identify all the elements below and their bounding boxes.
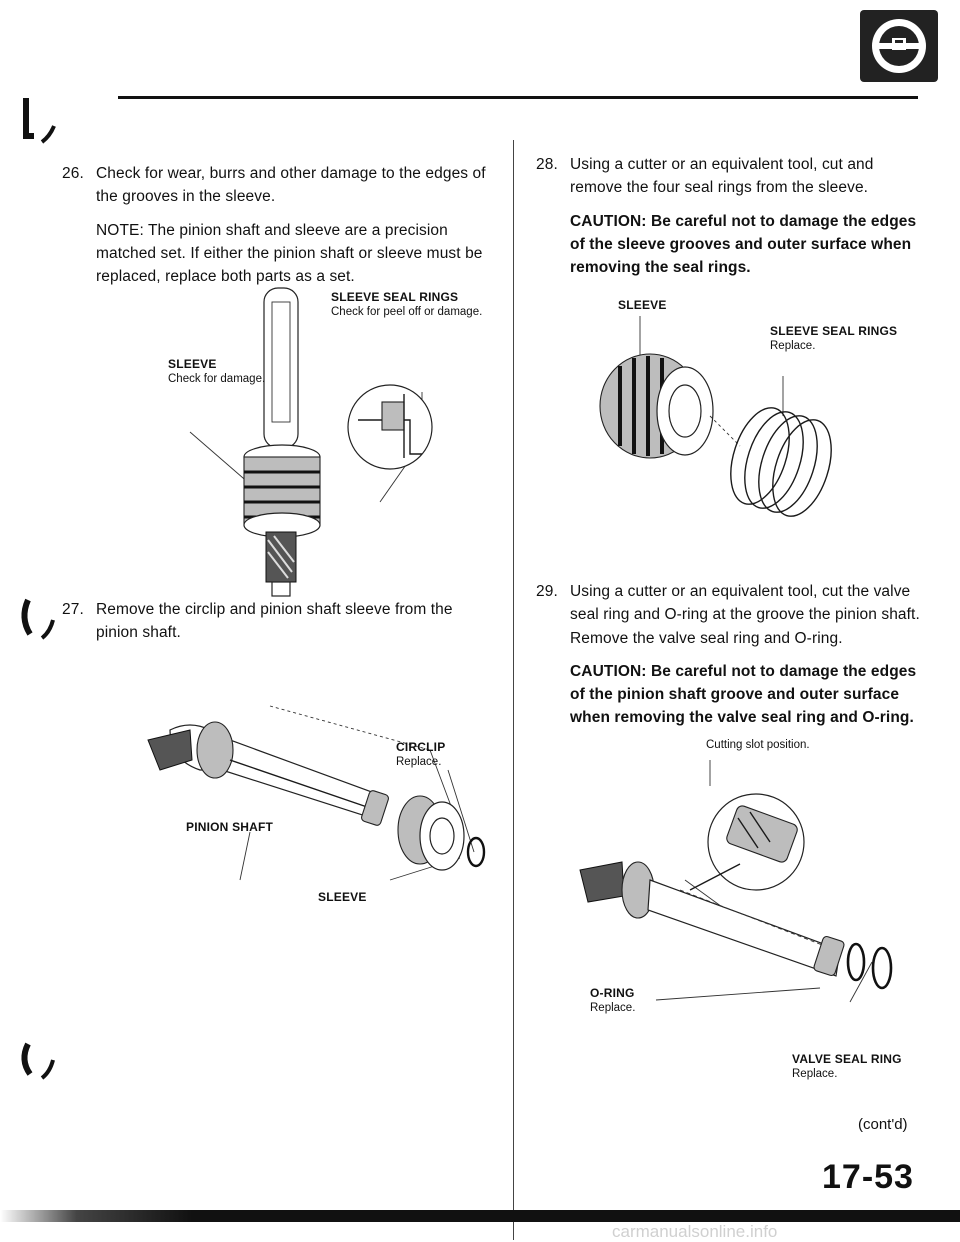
label-pinion-shaft: PINION SHAFT bbox=[186, 820, 296, 835]
label-title: SLEEVE bbox=[618, 298, 667, 312]
section-icon bbox=[860, 10, 938, 82]
step-caution: CAUTION: Be careful not to damage the ed… bbox=[570, 662, 917, 727]
label-title: SLEEVE bbox=[318, 890, 367, 904]
step-note: NOTE: The pinion shaft and sleeve are a … bbox=[96, 221, 483, 286]
step-29: 29. Using a cutter or an equivalent tool… bbox=[536, 580, 920, 740]
label-title: SLEEVE SEAL RINGS bbox=[331, 290, 459, 304]
label-sleeve: SLEEVE bbox=[618, 298, 688, 313]
header-rule bbox=[118, 96, 918, 99]
page-number: 17-53 bbox=[822, 1158, 914, 1196]
label-valve-seal-ring: VALVE SEAL RING Replace. bbox=[792, 1052, 912, 1081]
figure-sleeve-seal-rings-check bbox=[160, 282, 500, 612]
footer-rule bbox=[0, 1210, 960, 1222]
pinion-shaft-illustration bbox=[189, 287, 433, 597]
label-o-ring: O-RING Replace. bbox=[590, 986, 670, 1015]
pinion-shaft-valve-seal-illustration bbox=[579, 760, 893, 1003]
label-sleeve-seal-rings: SLEEVE SEAL RINGS Check for peel off or … bbox=[331, 290, 501, 319]
step-caution: CAUTION: Be careful not to damage the ed… bbox=[570, 212, 917, 277]
label-desc: Replace. bbox=[770, 340, 816, 352]
label-desc: Replace. bbox=[396, 756, 442, 768]
column-divider bbox=[513, 140, 514, 1240]
label-title: SLEEVE bbox=[168, 357, 217, 371]
step-text: Remove the circlip and pinion shaft slee… bbox=[96, 601, 453, 642]
watermark: carmanualsonline.info bbox=[612, 1222, 778, 1241]
binder-mark-top bbox=[23, 98, 56, 144]
label-title: O-RING bbox=[590, 986, 635, 1000]
label-title: SLEEVE SEAL RINGS bbox=[770, 324, 898, 338]
binder-mark-middle bbox=[21, 598, 55, 640]
figure-remove-circlip-sleeve bbox=[130, 700, 500, 930]
step-text: Using a cutter or an equivalent tool, cu… bbox=[570, 583, 920, 647]
continued-note: (cont'd) bbox=[858, 1116, 908, 1133]
label-title: VALVE SEAL RING bbox=[792, 1052, 902, 1066]
label-sleeve-seal-rings: SLEEVE SEAL RINGS Replace. bbox=[770, 324, 910, 353]
label-sleeve: SLEEVE Check for damage. bbox=[168, 357, 278, 386]
label-title: PINION SHAFT bbox=[186, 820, 274, 834]
label-circlip: CIRCLIP Replace. bbox=[396, 740, 486, 769]
step-number: 26. bbox=[62, 165, 84, 182]
label-desc: Cutting slot position. bbox=[706, 739, 810, 751]
label-desc: Check for damage. bbox=[168, 373, 266, 385]
pinion-shaft-disassembly-illustration bbox=[147, 705, 486, 881]
step-number: 28. bbox=[536, 156, 558, 173]
step-27: 27. Remove the circlip and pinion shaft … bbox=[62, 598, 496, 655]
step-number: 29. bbox=[536, 583, 558, 600]
label-sleeve: SLEEVE bbox=[318, 890, 388, 905]
step-28: 28. Using a cutter or an equivalent tool… bbox=[536, 153, 920, 289]
label-cutting-slot: Cutting slot position. bbox=[706, 738, 846, 752]
step-text: Check for wear, burrs and other damage t… bbox=[96, 165, 486, 206]
label-desc: Replace. bbox=[792, 1068, 838, 1080]
label-desc: Replace. bbox=[590, 1002, 636, 1014]
step-number: 27. bbox=[62, 601, 84, 618]
binder-mark-bottom bbox=[21, 1042, 55, 1080]
figure-cut-seal-rings bbox=[590, 296, 910, 526]
steering-wheel-icon bbox=[872, 19, 926, 73]
sleeve-seal-rings-illustration bbox=[599, 316, 832, 517]
figure-cut-valve-seal-ring bbox=[560, 740, 910, 1050]
step-text: Using a cutter or an equivalent tool, cu… bbox=[570, 156, 874, 197]
step-26: 26. Check for wear, burrs and other dama… bbox=[62, 162, 496, 298]
label-title: CIRCLIP bbox=[396, 740, 446, 754]
label-desc: Check for peel off or damage. bbox=[331, 306, 483, 318]
